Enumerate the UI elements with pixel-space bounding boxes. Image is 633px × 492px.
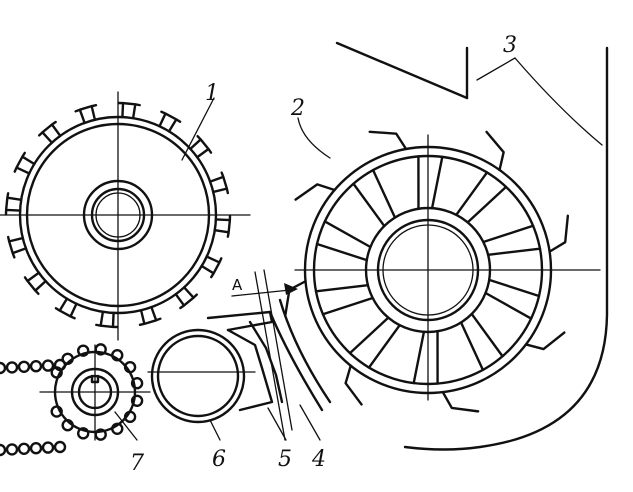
fan-blades: [284, 130, 570, 413]
chain-link: [94, 343, 107, 356]
drum-1-tooth: [174, 286, 198, 310]
drum-1-tooth: [138, 305, 162, 327]
fan-spoke: [352, 168, 397, 228]
chain-link: [41, 441, 55, 454]
plate-4: [268, 310, 324, 412]
fan-spoke: [417, 155, 444, 210]
section-line-a2: [263, 269, 293, 431]
drum-1-teeth: [4, 101, 232, 329]
drum-1-tooth: [117, 101, 141, 120]
sprocket-7: [0, 343, 151, 457]
chain-link: [29, 360, 43, 373]
drum-1-tooth: [189, 135, 213, 159]
section-line-a: [254, 271, 286, 441]
label-2: 2: [290, 96, 305, 121]
drum-1-tooth: [74, 103, 98, 125]
chain-link: [17, 442, 31, 455]
chain-link: [17, 360, 31, 373]
chain-link: [5, 443, 19, 456]
drum-1-tooth: [23, 271, 47, 295]
drum-1-tooth: [95, 310, 119, 329]
arrow-a-head: [284, 283, 298, 295]
fan-2: [284, 130, 601, 413]
fan-spoke: [314, 284, 374, 316]
fan-spoke: [412, 330, 439, 385]
arrow-a-shaft: [231, 289, 291, 297]
plate-5: [226, 328, 274, 412]
fan-blade: [485, 130, 505, 172]
fan-spoke: [459, 312, 504, 372]
label-5: 5: [278, 447, 292, 472]
fan-blade: [294, 183, 336, 201]
fan-blade: [344, 364, 363, 406]
drum-1-tooth: [54, 297, 78, 320]
drum-1-tooth: [13, 151, 36, 175]
leader-3b: [514, 57, 603, 146]
chain-link: [53, 440, 67, 454]
leader-4: [299, 404, 321, 441]
roller-6: [147, 328, 256, 424]
fan-spoke: [455, 171, 508, 224]
chain-link: [130, 394, 144, 407]
drum-1: [0, 91, 251, 341]
drum-1-tooth: [200, 255, 223, 279]
label-1: 1: [205, 81, 219, 106]
chain-link: [77, 427, 90, 440]
fan-spoke: [484, 278, 541, 320]
label-4: 4: [311, 447, 326, 472]
leader-5: [267, 407, 287, 441]
housing-3: [335, 41, 609, 451]
view-a-label: A: [232, 276, 243, 294]
leader-2: [297, 117, 331, 159]
view-arrow-a: A: [231, 276, 298, 297]
leader-1: [181, 97, 215, 161]
fan-blade: [524, 331, 566, 351]
fan-spoke: [315, 220, 372, 262]
drum-1-tooth: [208, 171, 230, 195]
chain-link: [29, 442, 43, 455]
roller-6-outer: [150, 328, 246, 424]
label-7: 7: [130, 451, 144, 476]
fan-blade: [548, 214, 570, 253]
drum-1-tooth: [6, 235, 28, 259]
leader-7: [114, 411, 138, 441]
fan-spokes: [314, 155, 542, 385]
housing-upper-wall: [335, 41, 469, 100]
drum-1-tooth: [4, 192, 23, 216]
chain-link: [0, 443, 7, 457]
drum-1-tooth: [158, 110, 182, 133]
chain-link: [94, 428, 107, 441]
drum-1-tooth: [213, 214, 232, 238]
leader-lines: [114, 57, 603, 441]
deflector-4-5: [206, 269, 332, 441]
chain-link: [0, 361, 7, 375]
fan-blade: [368, 130, 408, 151]
chain-link: [77, 344, 90, 357]
plate-4-inner: [278, 298, 332, 404]
housing-outer-wall: [403, 46, 609, 451]
chain-link: [5, 361, 19, 374]
chain-link: [130, 377, 144, 390]
leader-6: [209, 419, 221, 441]
chain-link: [41, 359, 55, 372]
drum-1-tooth: [38, 120, 62, 144]
fan-blade: [441, 390, 480, 413]
fan-spoke: [348, 316, 401, 369]
label-3: 3: [503, 33, 517, 58]
label-6: 6: [212, 447, 226, 472]
part-labels: 1 2 3 4 5 6 7: [130, 33, 517, 476]
fan-spoke: [482, 224, 542, 256]
leader-3a: [476, 57, 516, 81]
roller-6-inner: [156, 334, 240, 418]
